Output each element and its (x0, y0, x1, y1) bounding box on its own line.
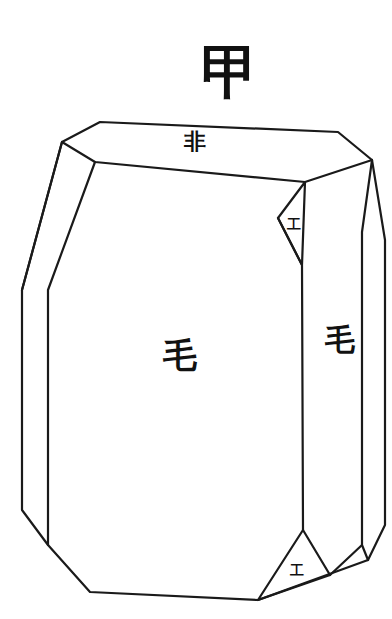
right-face-edge (362, 160, 372, 560)
top-face-edge (62, 142, 372, 182)
face-label: 毛 (325, 325, 355, 355)
front-left-edge (48, 162, 95, 545)
figure-title: 甲 (201, 43, 259, 101)
face-label: 工 (287, 217, 301, 231)
lower-small-face (258, 530, 330, 600)
right-bottom-edge (330, 545, 362, 575)
crystal-outline (22, 122, 385, 600)
face-label: 工 (290, 563, 304, 577)
left-bevel-edge (22, 142, 62, 290)
front-right-edge (278, 218, 303, 530)
upper-small-face (278, 182, 305, 265)
face-label: 毛 (163, 338, 197, 372)
face-label: 非 (184, 130, 206, 152)
